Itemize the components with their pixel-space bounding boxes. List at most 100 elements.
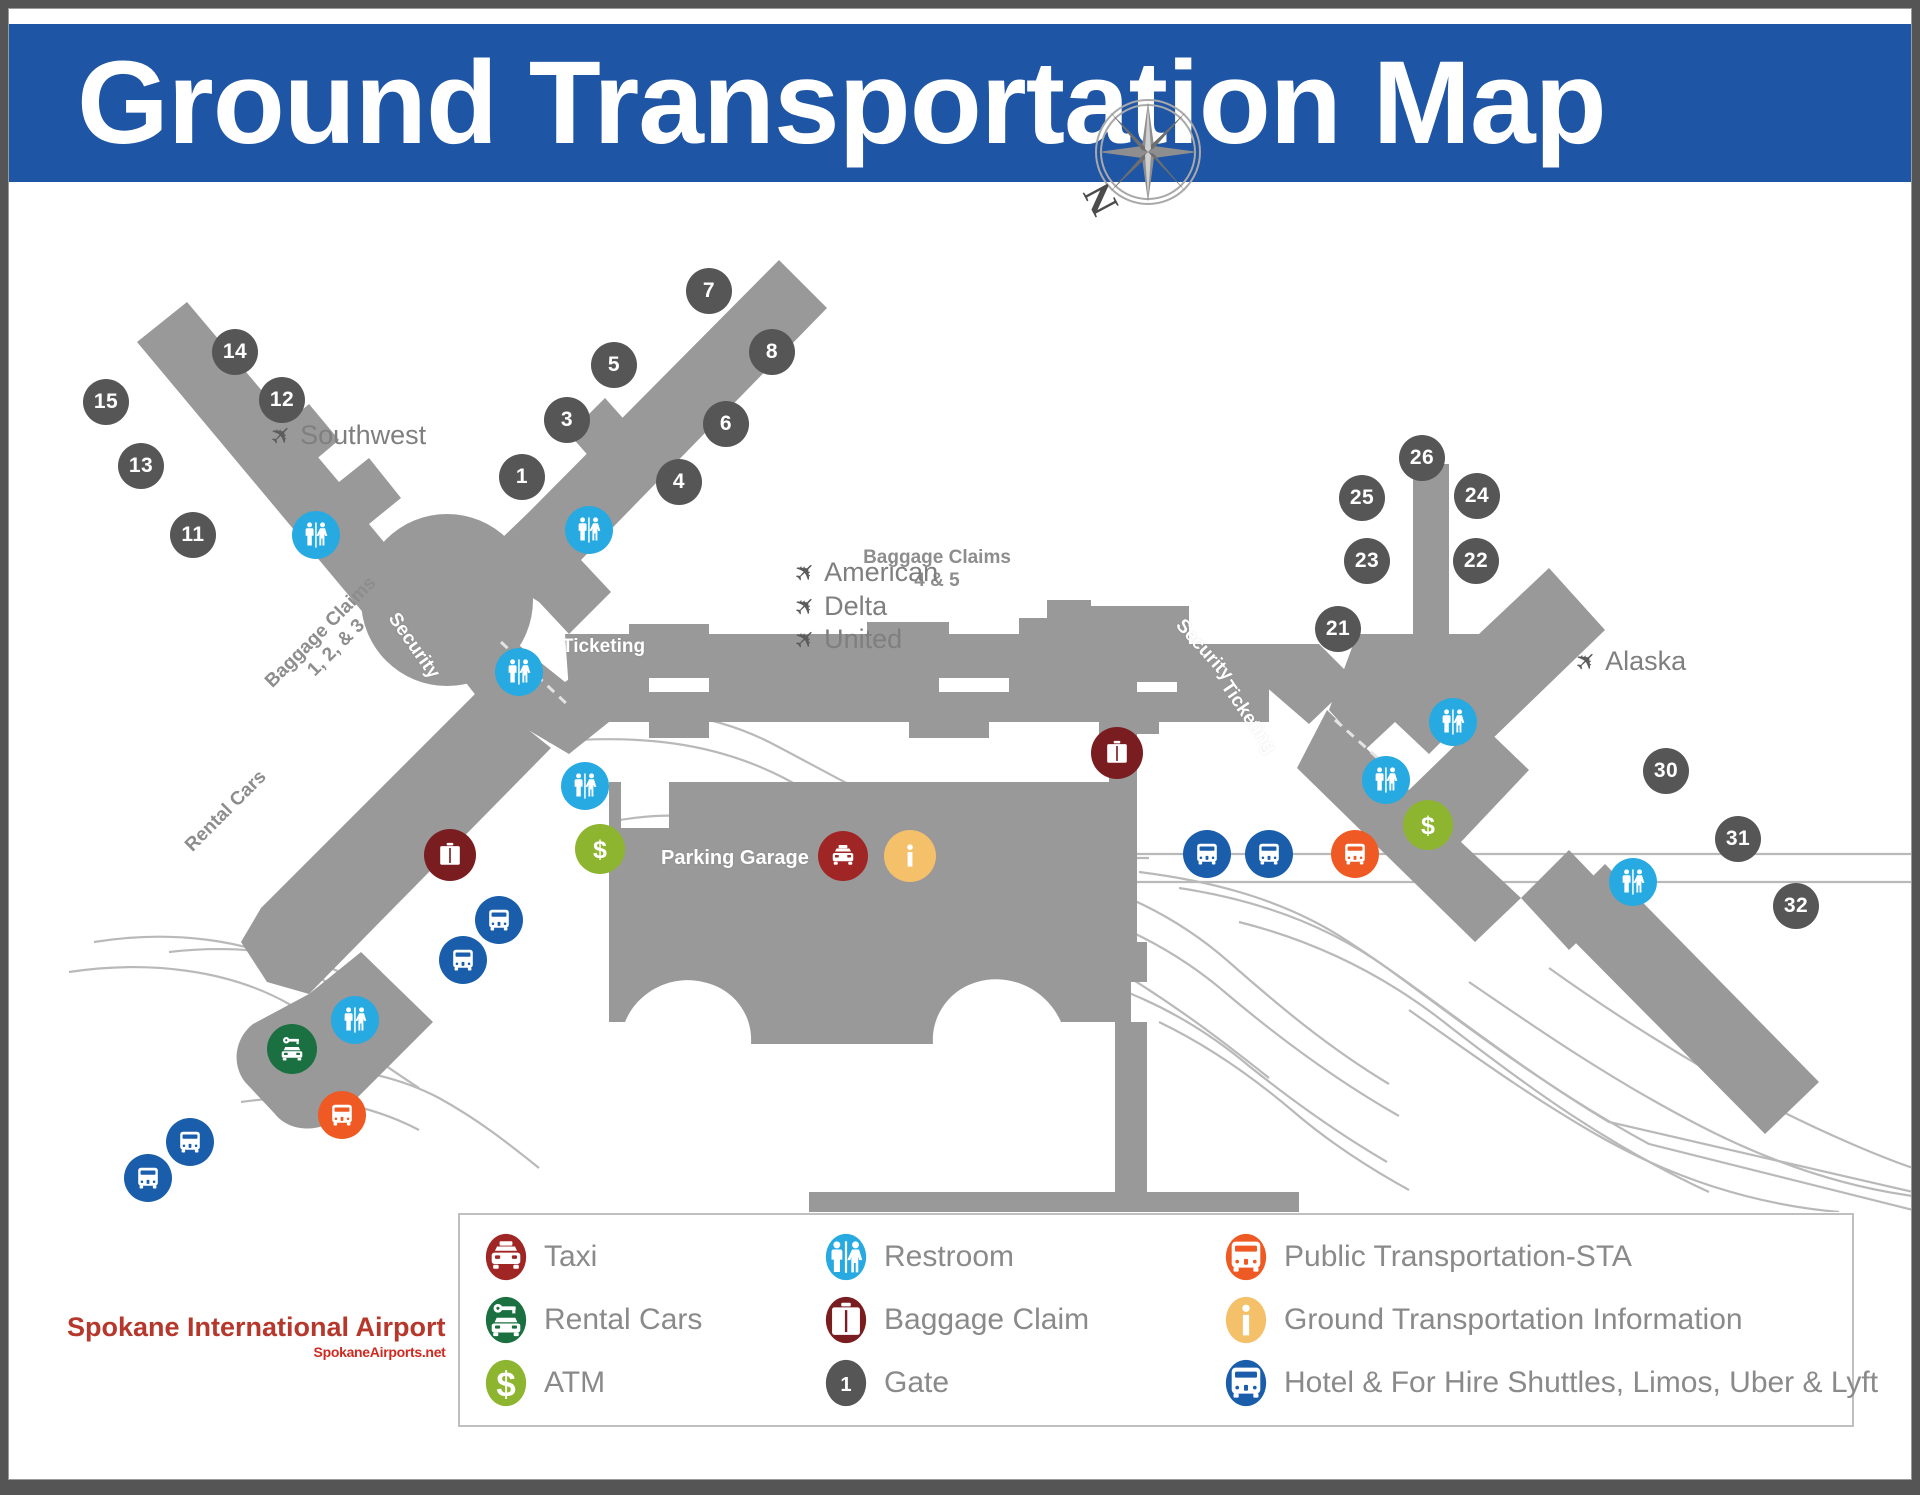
gate-marker-30[interactable]: 30: [1643, 748, 1689, 794]
gate-badge-number: 1: [840, 1375, 851, 1397]
baggage-icon: [822, 1296, 870, 1344]
restroom-icon[interactable]: [495, 648, 543, 696]
atm-icon[interactable]: $: [1403, 800, 1453, 850]
map-legend: Taxi Restroom Public Transportation-STA …: [458, 1213, 1878, 1427]
airline-delta: ✈ Delta: [788, 589, 888, 624]
bus-sta-icon: [1222, 1233, 1270, 1281]
gate-marker-32[interactable]: 32: [1773, 883, 1819, 929]
airline-alaska: ✈ Alaska: [1569, 644, 1687, 679]
logo-text: Spokane International Airport SpokaneAir…: [67, 1311, 446, 1360]
legend-item-gate: 1 Gate: [822, 1359, 1222, 1407]
legend-label: ATM: [544, 1366, 606, 1400]
gate-marker-23[interactable]: 23: [1344, 538, 1390, 584]
info-icon: [1222, 1296, 1270, 1344]
atm-icon: $: [482, 1359, 530, 1407]
restroom-icon[interactable]: [565, 506, 613, 554]
gate-marker-12[interactable]: 12: [259, 377, 305, 423]
shuttle-bus-icon[interactable]: [166, 1118, 214, 1166]
airline-southwest: ✈ Southwest: [264, 418, 427, 453]
baggage-claims-4-5-line1: Baggage Claims: [863, 547, 1011, 568]
airline-label: Alaska: [1605, 646, 1687, 676]
legend-label: Taxi: [544, 1239, 598, 1273]
rental-car-icon[interactable]: [267, 1024, 317, 1074]
gate-marker-31[interactable]: 31: [1715, 816, 1761, 862]
gate-marker-3[interactable]: 3: [544, 397, 590, 443]
legend-item-rental-cars: Rental Cars: [482, 1296, 822, 1344]
gate-marker-25[interactable]: 25: [1339, 475, 1385, 521]
shuttle-bus-icon[interactable]: [1245, 830, 1293, 878]
legend-label: Rental Cars: [544, 1302, 703, 1336]
gate-marker-6[interactable]: 6: [703, 401, 749, 447]
restroom-icon[interactable]: [331, 996, 379, 1044]
shuttle-bus-icon[interactable]: [475, 896, 523, 944]
parking-garage-label: Parking Garage: [661, 847, 809, 869]
gate-marker-15[interactable]: 15: [83, 379, 129, 425]
restroom-icon: [822, 1233, 870, 1281]
airline-label: Delta: [824, 591, 888, 621]
logo-website: SpokaneAirports.net: [313, 1343, 446, 1360]
svg-text:$: $: [496, 1366, 515, 1405]
svg-text:$: $: [593, 836, 607, 864]
public-transportation-sta-icon[interactable]: [1331, 830, 1379, 878]
svg-text:$: $: [1421, 812, 1435, 840]
roadway-lines: [68, 709, 1911, 1212]
legend-item-baggage-claim: Baggage Claim: [822, 1296, 1222, 1344]
public-transportation-sta-icon[interactable]: [318, 1091, 366, 1139]
legend-label: Public Transportation-STA: [1284, 1239, 1632, 1273]
shuttle-bus-icon[interactable]: [124, 1154, 172, 1202]
restroom-icon[interactable]: [1429, 698, 1477, 746]
shuttle-bus-icon[interactable]: [439, 936, 487, 984]
baggage-claim-icon[interactable]: [1091, 727, 1143, 779]
gate-marker-26[interactable]: 26: [1399, 435, 1445, 481]
gate-marker-11[interactable]: 11: [170, 512, 216, 558]
baggage-claims-4-5-line2: 4 & 5: [914, 569, 960, 591]
gate-marker-8[interactable]: 8: [749, 329, 795, 375]
atm-icon[interactable]: $: [575, 824, 625, 874]
legend-item-hotel-shuttles: Hotel & For Hire Shuttles, Limos, Uber &…: [1222, 1359, 1878, 1407]
rental-car-icon: [482, 1296, 530, 1344]
gate-marker-4[interactable]: 4: [656, 459, 702, 505]
legend-item-public-transportation-sta: Public Transportation-STA: [1222, 1233, 1878, 1281]
legend-label: Gate: [884, 1366, 950, 1400]
taxi-icon[interactable]: [818, 831, 868, 881]
airline-american: ✈ American: [788, 555, 939, 590]
airline-label: United: [824, 624, 903, 654]
legend-label: Baggage Claim: [884, 1302, 1090, 1336]
compass-rose: N: [1074, 94, 1214, 254]
gate-marker-7[interactable]: 7: [686, 268, 732, 314]
ticketing-left-label: Ticketing: [562, 636, 646, 657]
legend-label: Restroom: [884, 1239, 1015, 1273]
shuttle-bus-icon: [1222, 1359, 1270, 1407]
gate-marker-14[interactable]: 14: [212, 329, 258, 375]
page-title: Ground Transportation Map: [77, 37, 1607, 169]
airline-label: American: [824, 557, 939, 587]
legend-label: Hotel & For Hire Shuttles, Limos, Uber &…: [1284, 1366, 1879, 1400]
restroom-icon[interactable]: [1609, 858, 1657, 906]
legend-label: Ground Transportation Information: [1284, 1302, 1743, 1336]
baggage-claims-4-5-label: Baggage Claims 4 & 5: [847, 547, 1027, 593]
logo-airport-name: Spokane International Airport: [67, 1311, 446, 1342]
spokane-airport-logo: Spokane International Airport SpokaneAir…: [61, 1281, 446, 1391]
info-icon[interactable]: [884, 830, 936, 882]
legend-item-restroom: Restroom: [822, 1233, 1222, 1281]
airline-united: ✈ United: [788, 622, 903, 657]
baggage-claim-icon[interactable]: [424, 829, 476, 881]
restroom-icon[interactable]: [292, 511, 340, 559]
gate-marker-21[interactable]: 21: [1315, 606, 1361, 652]
restroom-icon[interactable]: [1362, 756, 1410, 804]
restroom-icon[interactable]: [561, 762, 609, 810]
gate-marker-5[interactable]: 5: [591, 342, 637, 388]
gate-number-icon: 1: [822, 1359, 870, 1407]
page-header: Ground Transportation Map: [9, 24, 1911, 182]
gate-marker-13[interactable]: 13: [118, 443, 164, 489]
airline-label: Southwest: [300, 420, 427, 450]
gate-marker-24[interactable]: 24: [1454, 473, 1500, 519]
legend-item-taxi: Taxi: [482, 1233, 822, 1281]
map-sheet: Ground Transportation Map: [8, 8, 1912, 1480]
gate-marker-22[interactable]: 22: [1453, 538, 1499, 584]
shuttle-bus-icon[interactable]: [1183, 830, 1231, 878]
legend-item-ground-transportation-information: Ground Transportation Information: [1222, 1296, 1878, 1344]
gate-marker-1[interactable]: 1: [499, 454, 545, 500]
legend-item-atm: $ ATM: [482, 1359, 822, 1407]
